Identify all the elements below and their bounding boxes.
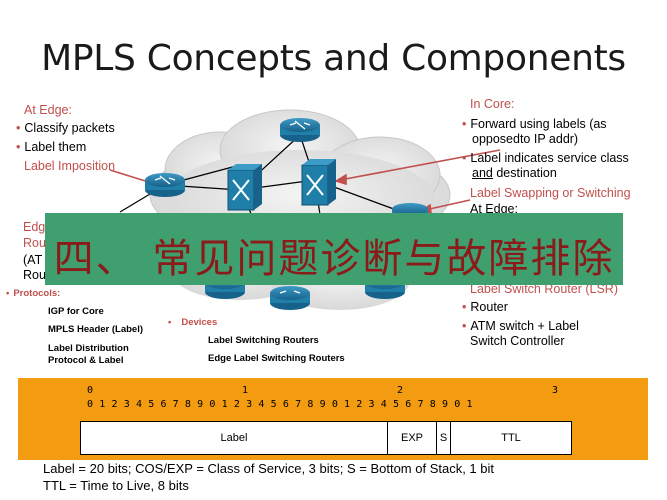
caption-line: TTL = Time to Live, 8 bits (43, 478, 189, 493)
edge-item: •Label them (16, 140, 87, 154)
edge-router-partial: Rou (23, 268, 46, 282)
lsr-item: •ATM switch + Label (462, 319, 579, 333)
edge-router-partial: Edg (23, 220, 46, 234)
bit-tens: 0 (87, 385, 94, 396)
lsr-item-cont: Switch Controller (470, 334, 565, 348)
field-ttl: TTL (501, 432, 521, 444)
field-exp: EXP (388, 422, 437, 454)
protocol-item: Label Distribution (48, 343, 129, 354)
edge-item: •Classify packets (16, 121, 115, 135)
section-banner (45, 213, 623, 285)
edge-router-partial: (AT (23, 253, 43, 267)
field-label: Label (81, 422, 388, 454)
core-item: •Forward using labels (as opposedto IP a… (462, 117, 607, 146)
banner-text: 四、 常见问题诊断与故障排除 (53, 236, 615, 282)
lsr-header: Label Switch Router (LSR) (470, 282, 618, 296)
edge-header: At Edge: (24, 103, 72, 117)
router-icon (280, 118, 320, 142)
label-switch-icon (227, 164, 262, 211)
caption-line: Label = 20 bits; COS/EXP = Class of Serv… (43, 461, 495, 476)
edge-router-partial: Rou (23, 236, 46, 250)
core-header: In Core: (470, 97, 515, 111)
device-item: Label Switching Routers (208, 335, 319, 346)
router-icon (145, 173, 185, 197)
device-item: Edge Label Switching Routers (208, 353, 345, 364)
router-icon (270, 286, 310, 310)
core-sub: Label Swapping or Switching (470, 186, 631, 200)
bit-tens: 1 (242, 385, 249, 396)
header-caption: Label = 20 bits; COS/EXP = Class of Serv… (43, 460, 495, 494)
bit-tens: 3 (552, 385, 559, 396)
label-switch-icon (301, 159, 336, 206)
core-item: •Label indicates service class and desti… (462, 151, 629, 180)
bit-ones: 0 1 2 3 4 5 6 7 8 9 0 1 2 3 4 5 6 7 8 9 … (87, 399, 473, 410)
field-s: S (437, 422, 451, 454)
mpls-label-fields: Label EXP S TTL (80, 421, 572, 455)
page-title: MPLS Concepts and Components (41, 38, 626, 79)
lsr-item: •Router (462, 300, 508, 314)
right-at-edge: At Edge: (470, 202, 518, 216)
edge-sub: Label Imposition (24, 159, 116, 173)
protocol-item: MPLS Header (Label) (48, 324, 144, 335)
protocols-header: •Protocols: (6, 288, 61, 299)
devices-header: •Devices (168, 317, 218, 328)
protocol-item: Protocol & Label (48, 355, 124, 366)
bit-tens: 2 (397, 385, 404, 396)
protocol-item: IGP for Core (48, 306, 104, 317)
